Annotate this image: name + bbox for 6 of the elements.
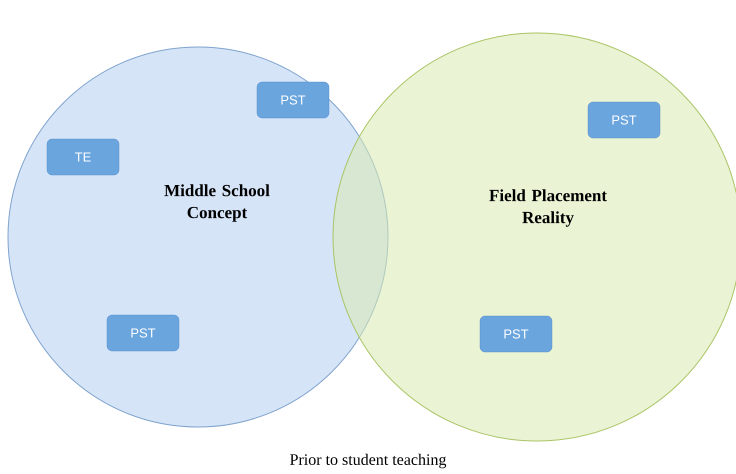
caption: Prior to student teaching [290,454,446,468]
label-box: PST [588,102,660,138]
label-box: PST [256,82,330,118]
label-box: TE [46,138,120,176]
label-box: PST [480,316,552,352]
label-box: PST [106,314,180,352]
